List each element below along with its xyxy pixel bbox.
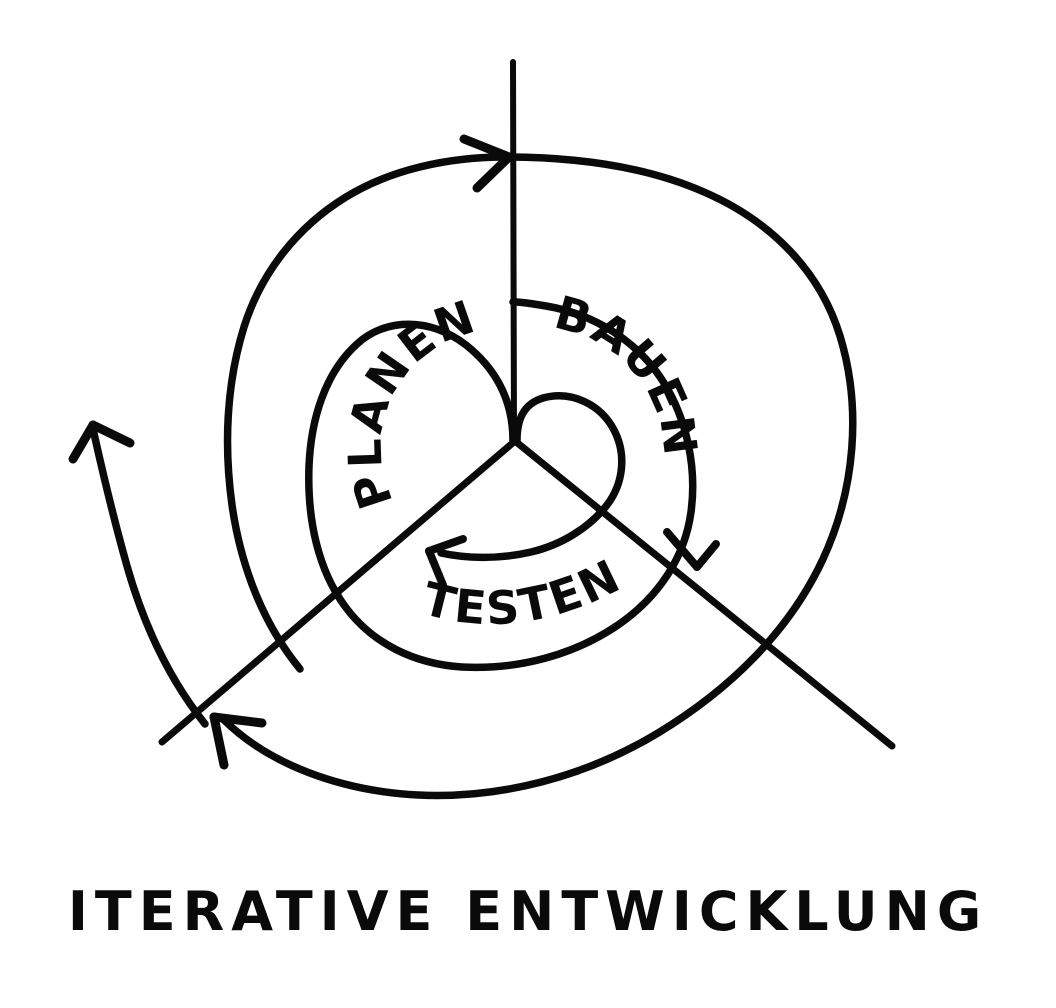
arrowhead-outer-left [209,712,267,770]
spiral-ring-inner [437,392,626,562]
diagram-caption: ITERATIVE ENTWICKLUNG [67,880,989,943]
phase-label-planen: PLANEN [338,289,484,516]
radial-line-down-right [511,437,896,750]
spiral-outward-tail [89,425,209,728]
phase-label-bauen: BAUEN [549,285,708,460]
arrowhead-inner-testen [425,535,467,589]
phase-label-testen: TESTEN [418,548,630,636]
radial-line-up [510,59,517,443]
arrowhead-tail-up [68,420,135,464]
radial-line-down-left [158,437,519,746]
spiral-ring-outer [219,153,857,800]
arrowhead-outer-top [459,134,514,193]
spiral-ring-middle [305,298,697,672]
arrowhead-middle-bauen [663,528,720,571]
spiral-ring-outer-lead [223,153,509,673]
